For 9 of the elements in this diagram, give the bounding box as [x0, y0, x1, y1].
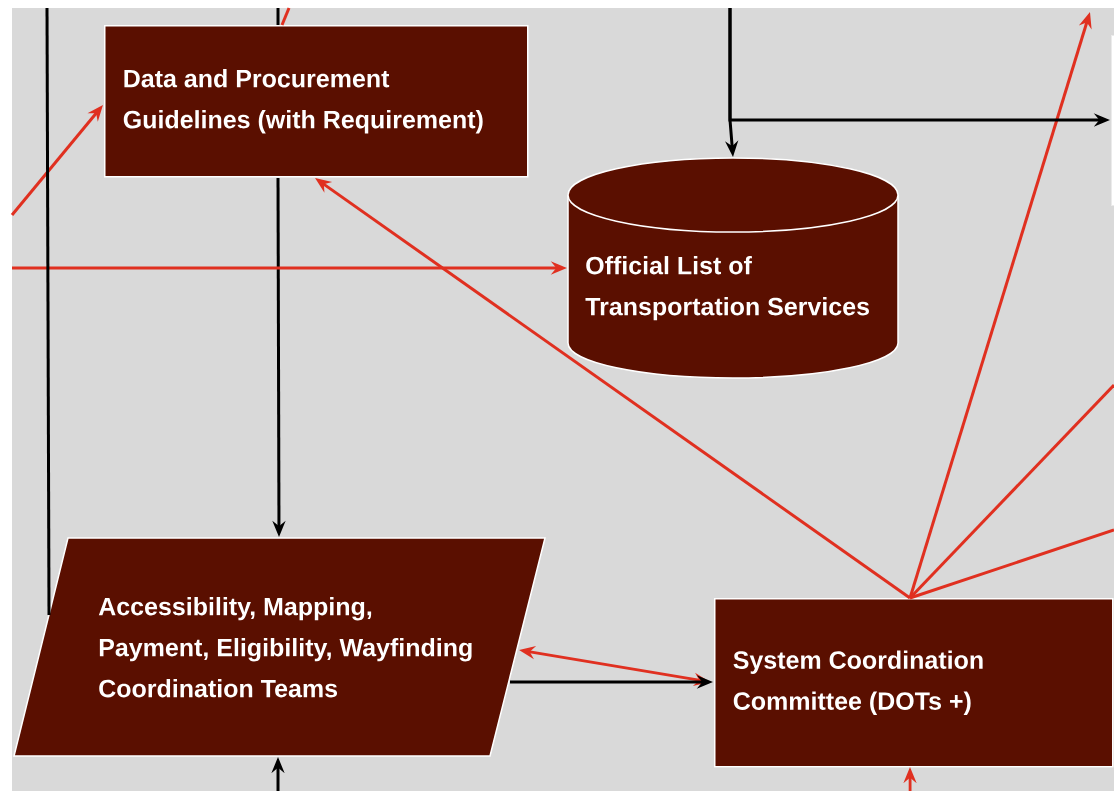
connector-line: [45, 8, 51, 615]
process-box: Data and Procurement Guidelines (with Requirement): [104, 25, 529, 178]
connector-line: [280, 7, 291, 26]
connector-line: [909, 528, 1114, 600]
connector-line: [908, 383, 1114, 600]
connector-line: [276, 8, 280, 25]
database-cylinder: Official List of Transportation Services: [567, 157, 899, 379]
box: [1111, 35, 1114, 206]
process-box: System Coordination Committee (DOTs +): [714, 598, 1114, 768]
